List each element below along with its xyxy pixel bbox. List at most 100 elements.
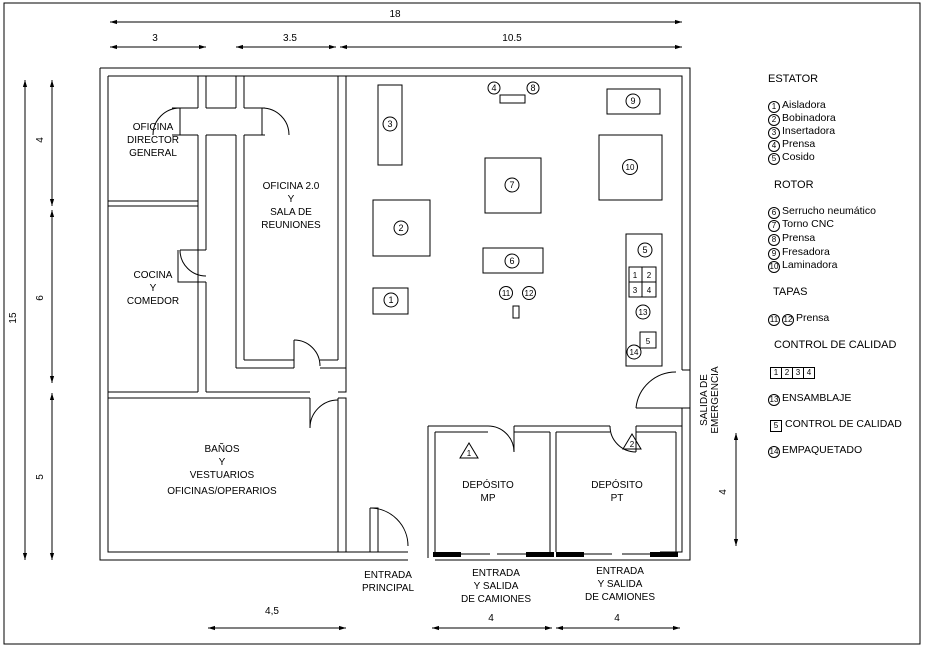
dimension-bottom-pt: 4 bbox=[556, 613, 680, 631]
dim-h-bottom-label: 5 bbox=[35, 474, 46, 480]
label-deposit-pt-2: PT bbox=[611, 493, 624, 504]
legend-label: Prensa bbox=[782, 138, 816, 150]
label-trucks1-3: DE CAMIONES bbox=[461, 594, 531, 605]
dim-seg-right-label: 10.5 bbox=[502, 33, 522, 44]
label-director-1: OFICINA bbox=[133, 122, 174, 133]
machine-8-number: 8 bbox=[530, 83, 535, 93]
legend-number: 7 bbox=[768, 220, 780, 232]
gate-mp-right[interactable] bbox=[526, 552, 554, 557]
machine-7-number: 7 bbox=[509, 180, 514, 190]
machine-markers bbox=[382, 81, 653, 360]
legend-rotor-title: ROTOR bbox=[774, 179, 814, 191]
machine-10-number: 10 bbox=[626, 163, 635, 172]
dim-h-mid-label: 6 bbox=[35, 295, 46, 301]
machine-9-number: 9 bbox=[630, 96, 635, 106]
dim-bottom-left-label: 4,5 bbox=[265, 606, 279, 617]
label-kitchen-3: COMEDOR bbox=[127, 296, 179, 307]
legend-box: 4 bbox=[804, 367, 815, 379]
legend-label: Fresadora bbox=[782, 246, 830, 258]
dimension-h-mid: 6 bbox=[35, 210, 55, 383]
legend-number: 13 bbox=[768, 394, 780, 406]
machine-1-number: 1 bbox=[388, 295, 393, 305]
label-deposit-pt-1: DEPÓSITO bbox=[591, 478, 643, 491]
label-office2-4: REUNIONES bbox=[261, 220, 321, 231]
machine-14-number: 14 bbox=[630, 348, 639, 357]
label-baths-3: VESTUARIOS bbox=[190, 470, 255, 481]
legend-number: 10 bbox=[768, 261, 780, 273]
dimension-h-bottom: 5 bbox=[35, 393, 55, 560]
dim-bottom-mp-label: 4 bbox=[488, 613, 494, 624]
machine-4-number: 4 bbox=[491, 83, 496, 93]
dim-total-width-label: 18 bbox=[389, 9, 401, 20]
machine-6 bbox=[482, 247, 544, 274]
machines bbox=[372, 84, 663, 367]
machine-3 bbox=[377, 84, 403, 166]
legend-label: Laminadora bbox=[782, 259, 838, 271]
dimension-seg-left: 3 bbox=[110, 33, 206, 50]
legend-label: Bobinadora bbox=[782, 112, 836, 124]
machine-7 bbox=[484, 157, 542, 214]
machine-3-number: 3 bbox=[387, 119, 392, 129]
dimension-seg-right: 10.5 bbox=[340, 33, 682, 50]
machine-11-12 bbox=[512, 305, 520, 319]
machine-13-number: 13 bbox=[639, 308, 648, 317]
warning-triangle-mp: 1 bbox=[459, 442, 479, 459]
machine-5-number: 5 bbox=[642, 245, 647, 255]
legend-tapas-title: TAPAS bbox=[773, 286, 808, 298]
machine-4-8-table bbox=[499, 94, 526, 104]
door-labels: ENTRADA PRINCIPAL ENTRADA Y SALIDA DE CA… bbox=[362, 366, 721, 605]
triangle-pt-number: 2 bbox=[630, 440, 635, 449]
assembly-line bbox=[625, 233, 663, 367]
qc-5-number: 5 bbox=[646, 337, 651, 346]
dim-seg-mid-label: 3.5 bbox=[283, 33, 297, 44]
legend-label: CONTROL DE CALIDAD bbox=[785, 418, 902, 430]
gate-mp-left[interactable] bbox=[433, 552, 461, 557]
legend-box: 5 bbox=[770, 420, 782, 432]
legend-number: 3 bbox=[768, 127, 780, 139]
dim-bottom-pt-label: 4 bbox=[614, 613, 620, 624]
door-swings bbox=[152, 107, 690, 552]
label-baths-4: OFICINAS/OPERARIOS bbox=[167, 486, 277, 497]
machine-9 bbox=[606, 88, 661, 115]
warning-triangle-pt: 2 bbox=[622, 433, 642, 450]
label-main-entrance-2: PRINCIPAL bbox=[362, 583, 414, 594]
label-trucks2-3: DE CAMIONES bbox=[585, 592, 655, 603]
qc-1-number: 1 bbox=[633, 271, 638, 280]
label-office2-2: Y bbox=[288, 194, 295, 205]
dimension-total-height: 15 bbox=[8, 80, 28, 560]
legend-estator-title: ESTATOR bbox=[768, 73, 819, 85]
label-office2-3: SALA DE bbox=[270, 207, 312, 218]
machine-10 bbox=[598, 134, 663, 201]
page-frame bbox=[3, 2, 921, 645]
gate-pt-right[interactable] bbox=[650, 552, 678, 557]
legend-label: ENSAMBLAJE bbox=[782, 392, 852, 404]
legend-number: 5 bbox=[768, 153, 780, 165]
truck-gates bbox=[433, 552, 678, 557]
legend-label: Serrucho neumático bbox=[782, 205, 876, 217]
legend-number: 11 bbox=[768, 314, 780, 326]
label-deposit-mp-2: MP bbox=[481, 493, 496, 504]
qc-station-4 bbox=[641, 281, 657, 298]
gate-pt-left[interactable] bbox=[556, 552, 584, 557]
label-kitchen-2: Y bbox=[150, 283, 157, 294]
legend-number: 2 bbox=[768, 114, 780, 126]
legend-label: Insertadora bbox=[782, 125, 836, 137]
dimension-right-exit: 4 bbox=[718, 433, 739, 546]
legend-number: 6 bbox=[768, 207, 780, 219]
legend-number: 14 bbox=[768, 446, 780, 458]
machine-1 bbox=[372, 287, 409, 315]
label-kitchen-1: COCINA bbox=[134, 270, 173, 281]
label-director-3: GENERAL bbox=[129, 148, 177, 159]
label-trucks2-2: Y SALIDA bbox=[598, 579, 643, 590]
legend-box: 1 bbox=[770, 367, 782, 379]
qc-3-number: 3 bbox=[633, 286, 638, 295]
qc-station-5 bbox=[639, 331, 657, 349]
dimension-bottom-left: 4,5 bbox=[208, 606, 346, 631]
label-baths-2: Y bbox=[219, 457, 226, 468]
dimension-total-width: 18 bbox=[110, 9, 682, 25]
